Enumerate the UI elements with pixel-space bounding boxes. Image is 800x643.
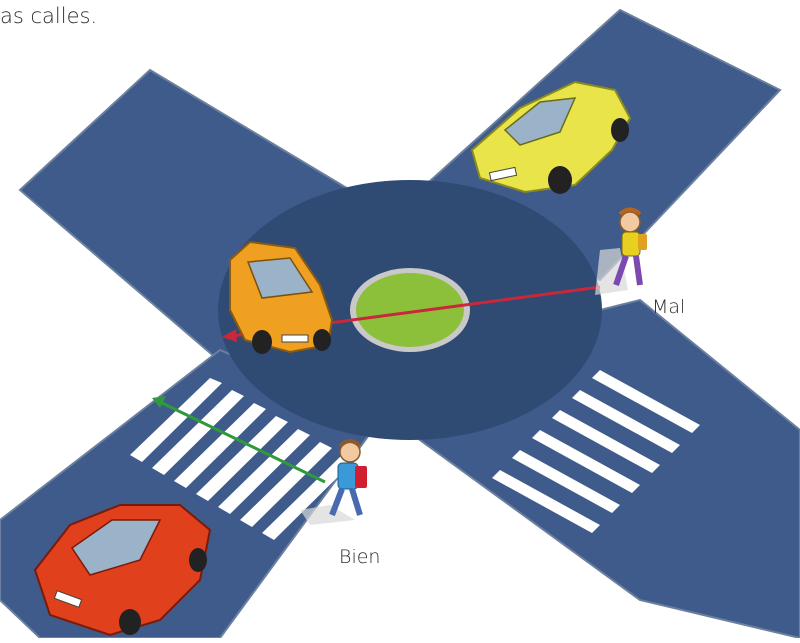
- crosswalk-southwest: [130, 378, 354, 540]
- child-pedestrian-icon: [300, 439, 367, 525]
- right-crossing-path: [152, 396, 326, 484]
- caption-text: as calles.: [0, 4, 98, 28]
- central-island: [356, 273, 464, 347]
- right-crossing-label: Bien: [339, 546, 381, 568]
- car-yellow-icon: [470, 80, 632, 194]
- car-red-icon: [33, 504, 212, 637]
- child-pedestrian-icon: [595, 207, 647, 295]
- wrong-crossing-label: Mal: [652, 296, 686, 318]
- crosswalk-southeast: [492, 370, 700, 533]
- car-orange-icon: [229, 240, 334, 354]
